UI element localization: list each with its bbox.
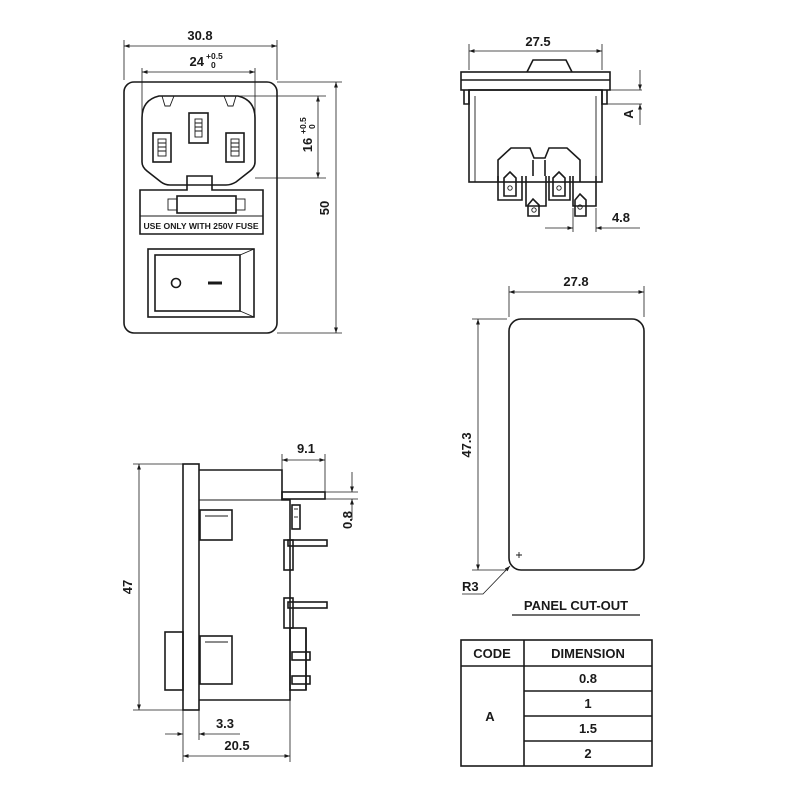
table-cell-dimension: 1.5 bbox=[579, 721, 597, 736]
inlet-pin-right bbox=[225, 132, 245, 163]
inlet-pin-left bbox=[152, 132, 172, 163]
dim-cutout-width: 27.8 bbox=[563, 274, 588, 289]
dim-inlet-width-tol-upper: +0.5 bbox=[206, 51, 223, 61]
side-flange bbox=[182, 463, 200, 711]
front-body-outline bbox=[123, 81, 278, 334]
panel-cutout-view: 27.8 47.3 R3 PANEL CUT-OUT bbox=[459, 274, 645, 616]
top-flange bbox=[460, 71, 611, 91]
side-terminals bbox=[281, 491, 328, 691]
dim-inlet-width: 24 bbox=[190, 54, 205, 69]
inlet-pin-earth bbox=[188, 112, 209, 144]
fuse-drawer bbox=[139, 175, 264, 235]
front-view: USE ONLY WITH 250V FUSE 30.8 24 +0.5 0 1… bbox=[123, 28, 342, 334]
top-body bbox=[468, 89, 603, 183]
side-rocker bbox=[164, 631, 184, 691]
dim-height: 50 bbox=[317, 201, 332, 215]
inlet-notch-right bbox=[223, 95, 237, 107]
cutout-outline bbox=[508, 318, 645, 571]
dim-terminal-length: 9.1 bbox=[297, 441, 315, 456]
iec-inlet-outline bbox=[141, 95, 256, 186]
dim-inlet-width-tol-lower: 0 bbox=[211, 60, 216, 70]
top-view: 27.5 A 4.8 bbox=[460, 34, 642, 232]
dim-top-width: 27.5 bbox=[525, 34, 550, 49]
top-terminals bbox=[497, 147, 597, 217]
dim-side-height: 47 bbox=[120, 580, 135, 594]
dim-inlet-height: 16 bbox=[300, 138, 315, 152]
dim-width: 30.8 bbox=[187, 28, 212, 43]
table-cell-dimension: 0.8 bbox=[579, 671, 597, 686]
dim-cutout-radius: R3 bbox=[462, 579, 479, 594]
side-latch-bottom bbox=[199, 635, 233, 685]
table-cell-dimension: 2 bbox=[584, 746, 591, 761]
inlet-notch-left bbox=[161, 95, 175, 107]
side-latch-top bbox=[199, 509, 233, 541]
dim-terminal-thickness: 0.8 bbox=[340, 511, 355, 529]
switch-off-symbol bbox=[170, 277, 182, 289]
side-body bbox=[199, 469, 291, 701]
top-rocker bbox=[526, 59, 573, 73]
dim-cutout-height: 47.3 bbox=[459, 432, 474, 457]
table-cell-dimension: 1 bbox=[584, 696, 591, 711]
table-header-code: CODE bbox=[473, 646, 511, 661]
dim-side-depth: 20.5 bbox=[224, 738, 249, 753]
dim-inlet-height-tol-upper: +0.5 bbox=[298, 117, 308, 134]
dim-terminal-width: 4.8 bbox=[612, 210, 630, 225]
table-cell-code: A bbox=[485, 709, 495, 724]
dim-a-label: A bbox=[621, 109, 636, 119]
dim-inlet-height-tol-lower: 0 bbox=[307, 124, 317, 129]
dimension-table: CODE DIMENSION A 0.8 1 1.5 2 bbox=[460, 639, 653, 767]
table-header-dimension: DIMENSION bbox=[551, 646, 625, 661]
fuse-warning-text: USE ONLY WITH 250V FUSE bbox=[143, 221, 258, 231]
side-view: 9.1 0.8 47 3.3 20.5 bbox=[120, 441, 358, 762]
rocker-switch bbox=[147, 248, 255, 318]
dim-flange-thickness: 3.3 bbox=[216, 716, 234, 731]
cutout-title: PANEL CUT-OUT bbox=[524, 598, 628, 613]
